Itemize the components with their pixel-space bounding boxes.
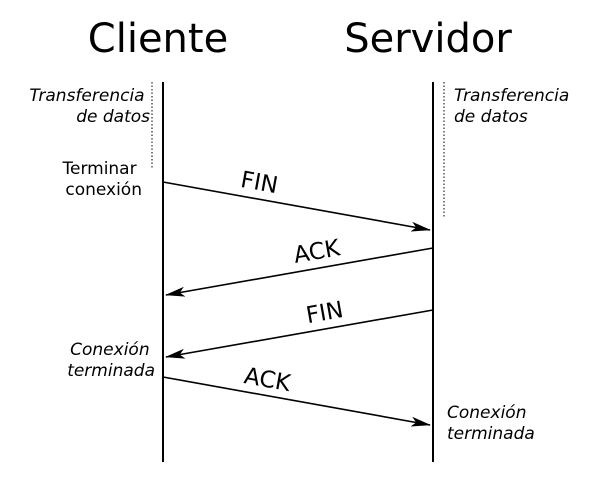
server-data-transfer-line2: de datos	[454, 107, 528, 127]
client-data-transfer-line2: de datos	[76, 107, 150, 127]
server-title: Servidor	[344, 16, 512, 62]
client-terminate-line1: Terminar	[61, 159, 136, 179]
client-title: Cliente	[88, 16, 228, 62]
server-closed-line2: terminada	[447, 424, 535, 444]
fin-1-label: FIN	[239, 167, 280, 199]
fin-2-label: FIN	[304, 297, 345, 329]
client-closed-label: Conexión terminada	[67, 340, 155, 381]
ack-1-label: ACK	[292, 235, 343, 269]
server-closed-line1: Conexión	[447, 403, 526, 423]
fin-1-arrow	[162, 181, 431, 232]
client-terminate-line2: conexión	[65, 180, 142, 200]
client-closed-line1: Conexión	[70, 340, 149, 360]
client-data-transfer-label: Transferencia de datos	[29, 86, 150, 127]
client-terminate-label: Terminar conexión	[61, 159, 142, 200]
client-closed-line2: terminada	[67, 361, 155, 381]
ack-1-arrow	[165, 247, 434, 297]
server-data-transfer-line1: Transferencia	[454, 86, 569, 106]
server-data-transfer-label: Transferencia de datos	[454, 86, 575, 127]
client-data-transfer-line1: Transferencia	[29, 86, 144, 106]
server-closed-label: Conexión terminada	[447, 403, 535, 444]
ack-2-arrow	[162, 376, 431, 427]
fin-2-arrow	[165, 309, 434, 359]
